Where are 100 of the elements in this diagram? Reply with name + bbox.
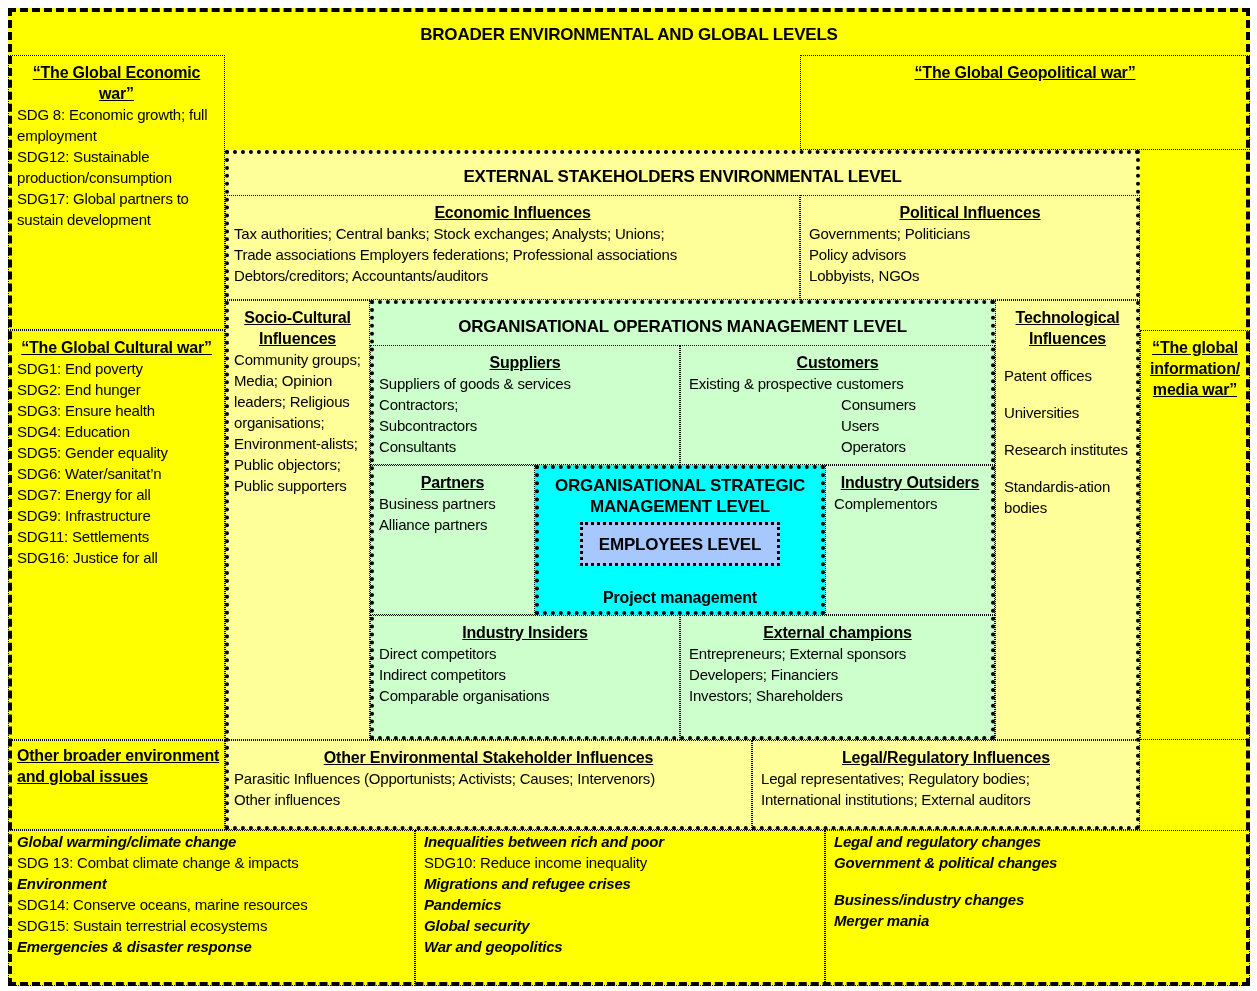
section-heading: Industry Outsiders <box>840 473 980 493</box>
body-text: Business partners <box>379 494 496 514</box>
section-heading: “The Global Economic war” <box>31 63 202 104</box>
body-text: Universities <box>1004 403 1080 423</box>
section-cell <box>680 615 995 740</box>
section-heading: Other broader environment and global issues <box>17 746 220 787</box>
body-text: Community groups; Media; Opinion leaders; Religious organisations; Environment-alists; Public objectors; Public supporters <box>234 350 362 496</box>
body-text: SDG17: Global partners to sustain development <box>17 189 190 230</box>
body-text: SDG5: Gender equality <box>17 443 168 463</box>
body-text: SDG10: Reduce income inequality <box>424 853 648 873</box>
section-heading: Technological Influences <box>1014 308 1121 349</box>
body-text: SDG14: Conserve oceans, marine resources <box>17 895 308 915</box>
body-text: SDG 8: Economic growth; full employment <box>17 105 209 146</box>
section-heading: Project management <box>603 588 757 608</box>
body-text: SDG15: Sustain terrestrial ecosystems <box>17 916 268 936</box>
section-cell <box>225 740 752 830</box>
level-title: EXTERNAL STAKEHOLDERS ENVIRONMENTAL LEVEL <box>463 166 902 187</box>
section-cell <box>825 465 995 615</box>
body-text: Existing & prospective customers <box>689 374 904 394</box>
emphasised-text: War and geopolitics <box>424 937 563 957</box>
body-text: Subcontractors <box>379 416 478 436</box>
section-heading: Industry Insiders <box>462 623 588 643</box>
body-text: Developers; Financiers <box>689 665 838 685</box>
level-title: EMPLOYEES LEVEL <box>598 533 762 555</box>
section-cell <box>825 830 1250 986</box>
section-heading: “The Global Geopolitical war” <box>914 63 1136 83</box>
body-text: SDG9: Infrastructure <box>17 506 151 526</box>
body-text: SDG1: End poverty <box>17 359 143 379</box>
section-cell <box>752 740 1140 830</box>
body-text: SDG7: Energy for all <box>17 485 151 505</box>
emphasised-text: Government & political changes <box>834 853 1058 873</box>
emphasised-text: Legal and regulatory changes <box>834 832 1041 852</box>
section-cell <box>8 740 225 830</box>
body-text: Operators <box>841 437 906 457</box>
level-box <box>535 465 825 615</box>
section-heading: Legal/Regulatory Influences <box>842 748 1050 768</box>
level-title: BROADER ENVIRONMENTAL AND GLOBAL LEVELS <box>420 24 838 45</box>
body-text: Legal representatives; Regulatory bodies; <box>761 769 1030 789</box>
body-text: Investors; Shareholders <box>689 686 843 706</box>
emphasised-text: Global warming/climate change <box>17 832 237 852</box>
section-heading: “The Global Cultural war” <box>21 338 212 358</box>
level-box <box>370 300 995 740</box>
section-heading: External champions <box>763 623 912 643</box>
section-heading: Suppliers <box>489 353 561 373</box>
body-text: SDG 13: Combat climate change & impacts <box>17 853 299 873</box>
body-text: SDG3: Ensure health <box>17 401 155 421</box>
body-text: Tax authorities; Central banks; Stock exchanges; Analysts; Unions; <box>234 224 665 244</box>
emphasised-text: Inequalities between rich and poor <box>424 832 664 852</box>
emphasised-text: Business/industry changes <box>834 890 1025 910</box>
body-text: Alliance partners <box>379 515 488 535</box>
body-text: Contractors; <box>379 395 459 415</box>
body-text: Research institutes <box>1004 440 1128 460</box>
body-text: Debtors/creditors; Accountants/auditors <box>234 266 488 286</box>
body-text: SDG4: Education <box>17 422 130 442</box>
emphasised-text: Environment <box>17 874 107 894</box>
body-text: Policy advisors <box>809 245 907 265</box>
body-text: Governments; Politicians <box>809 224 971 244</box>
section-heading: Economic Influences <box>434 203 591 223</box>
body-text: Indirect competitors <box>379 665 506 685</box>
body-text: SDG2: End hunger <box>17 380 141 400</box>
body-text: SDG11: Settlements <box>17 527 149 547</box>
body-text: Consultants <box>379 437 456 457</box>
section-heading: Socio-Cultural Influences <box>243 308 352 349</box>
body-text: International institutions; External auditors <box>761 790 1031 810</box>
body-text: Standardis-ation bodies <box>1004 477 1112 518</box>
section-cell <box>8 330 225 740</box>
body-text: SDG16: Justice for all <box>17 548 158 568</box>
body-text: Complementors <box>834 494 938 514</box>
section-cell <box>415 830 825 986</box>
body-text: Other influences <box>234 790 341 810</box>
level-title: ORGANISATIONAL STRATEGIC MANAGEMENT LEVEL <box>553 475 807 517</box>
emphasised-text: Merger mania <box>834 911 930 931</box>
emphasised-text: Global security <box>424 916 530 936</box>
body-text: Entrepreneurs; External sponsors <box>689 644 907 664</box>
body-text: Direct competitors <box>379 644 497 664</box>
section-cell <box>370 615 680 740</box>
emphasised-text: Migrations and refugee crises <box>424 874 631 894</box>
body-text: Parasitic Influences (Opportunists; Activists; Causes; Intervenors) <box>234 769 655 789</box>
section-cell <box>995 300 1140 740</box>
level-box <box>8 8 1250 986</box>
body-text: Consumers <box>841 395 916 415</box>
body-text: SDG12: Sustainable production/consumption <box>17 147 173 188</box>
level-box <box>580 522 780 566</box>
level-title: ORGANISATIONAL OPERATIONS MANAGEMENT LEVEL <box>458 316 907 337</box>
body-text: Users <box>841 416 880 436</box>
body-text: Lobbyists, NGOs <box>809 266 920 286</box>
emphasised-text: Emergencies & disaster response <box>17 937 252 957</box>
body-text: Trade associations Employers federations; Professional associations <box>234 245 677 265</box>
body-text: Comparable organisations <box>379 686 550 706</box>
section-heading: Political Influences <box>899 203 1041 223</box>
section-heading: Partners <box>420 473 485 493</box>
emphasised-text: Pandemics <box>424 895 502 915</box>
section-heading: “The global information/ media war” <box>1148 338 1241 400</box>
section-cell <box>1140 330 1250 740</box>
body-text: Patent offices <box>1004 366 1092 386</box>
section-heading: Customers <box>796 353 879 373</box>
level-box <box>225 150 1140 830</box>
section-heading: Other Environmental Stakeholder Influences <box>323 748 654 768</box>
body-text: SDG6: Water/sanitat’n <box>17 464 162 484</box>
body-text: Suppliers of goods & services <box>379 374 571 394</box>
